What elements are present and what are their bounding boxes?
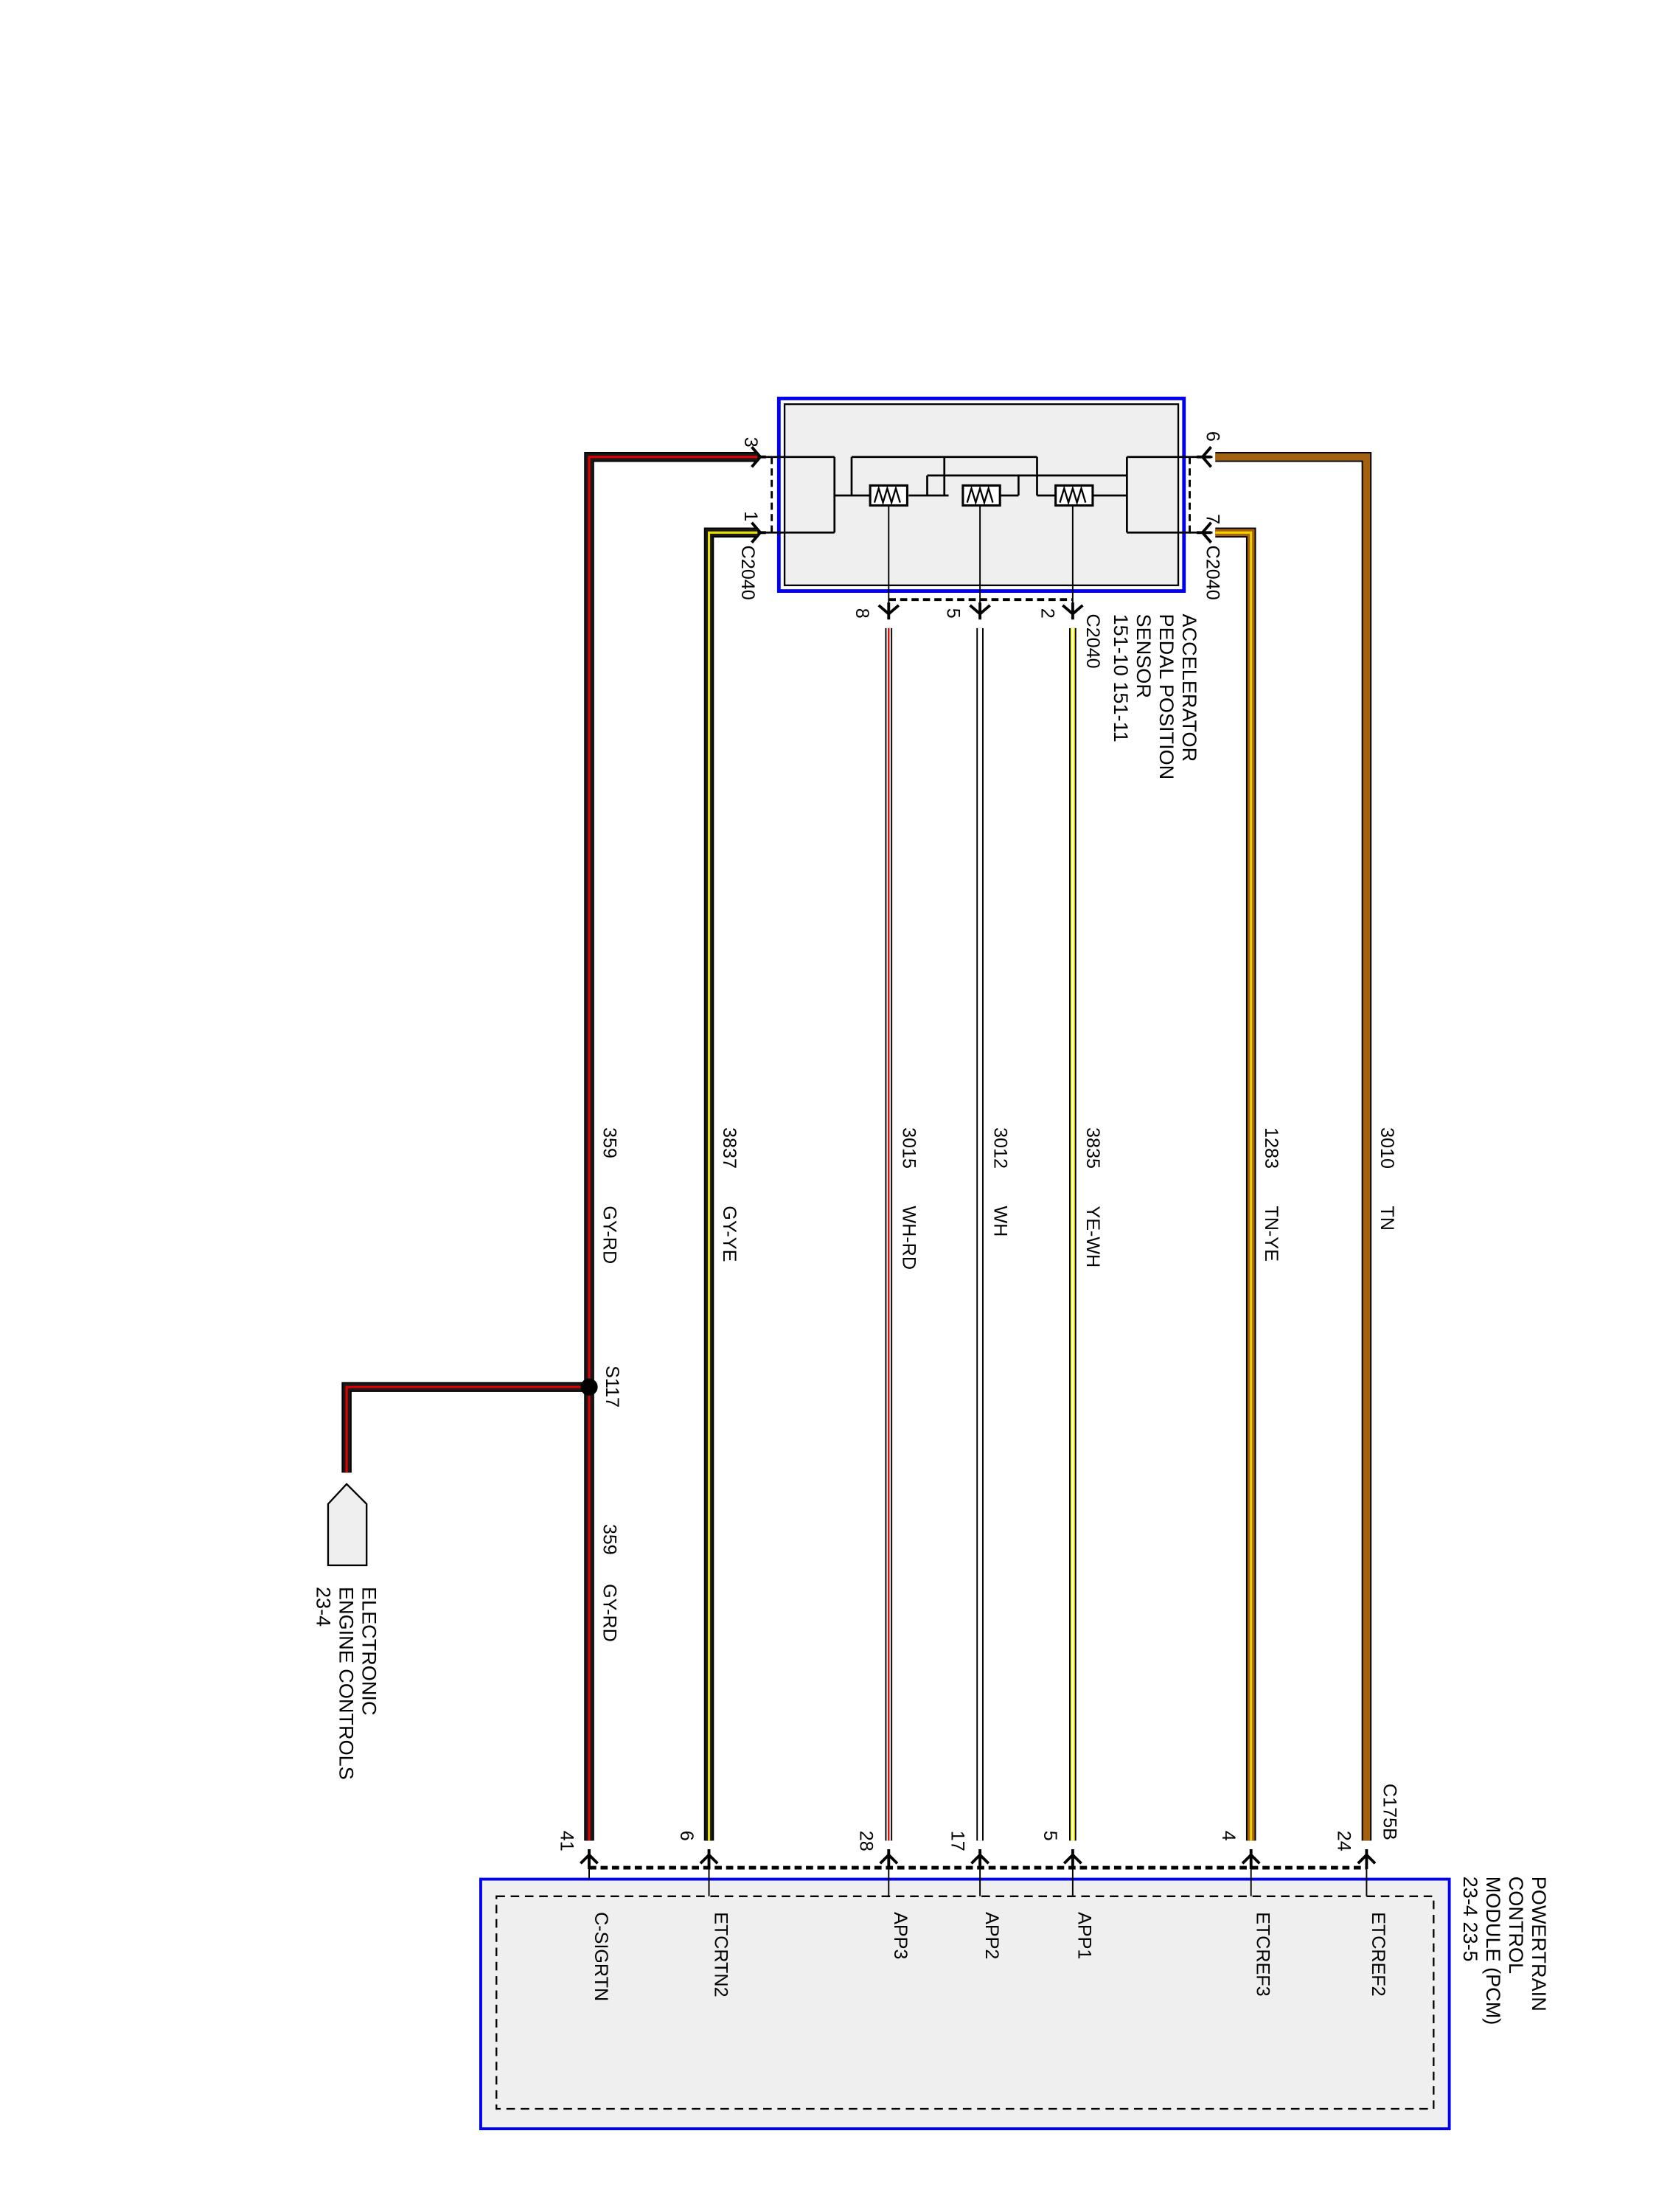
pcm-pin-name: APP1 [1074, 1912, 1095, 1959]
pcm-pin-number: 4 [1218, 1831, 1239, 1841]
pcm-title-line: CONTROL [1505, 1877, 1528, 1974]
wire-color-label: TN-YE [1261, 1206, 1281, 1261]
wire-outline [1215, 527, 1256, 1841]
wire-color-label: WH [990, 1206, 1010, 1237]
pcm-pin-number: 6 [676, 1831, 697, 1841]
pcm-title-line: 23-4 23-5 [1459, 1877, 1482, 1962]
pcm-pin-number: 24 [1334, 1831, 1354, 1851]
wire-1283 [1215, 527, 1256, 1841]
pcm-pin-name: APP3 [890, 1912, 911, 1959]
wire-color-label: GY-RD [599, 1584, 619, 1642]
potentiometer-zigzag-icon [966, 485, 994, 506]
sensor-title-line: 151-10 151-11 [1110, 614, 1133, 742]
wire-color-label: TN [1377, 1206, 1397, 1231]
sensor-pin-7-label: 7 [1203, 514, 1223, 524]
pcm-pin-name: ETCREF3 [1252, 1912, 1273, 1997]
wire-circuit-label: 3837 [719, 1127, 740, 1169]
eec-title-line: ELECTRONIC [358, 1587, 380, 1716]
splice-s117-dot [580, 1378, 598, 1396]
wire-color-label: GY-YE [719, 1206, 740, 1262]
sensor-title-line: SENSOR [1133, 614, 1155, 698]
sensor-pin-label: 8 [852, 608, 872, 619]
sensor-module-border [776, 396, 1186, 594]
wire-outline [703, 527, 758, 1841]
sensor-title-line: ACCELERATOR [1178, 614, 1201, 762]
wire-outline [1215, 451, 1372, 1841]
pcm-pin-number: 41 [556, 1831, 577, 1851]
eec-title-line: ENGINE CONTROLS [335, 1587, 358, 1780]
wire-color-label: WH-RD [899, 1206, 919, 1270]
wire-circuit-label: 3010 [1377, 1127, 1397, 1169]
sensor-title-line: PEDAL POSITION [1155, 614, 1178, 780]
wire-stripe [1215, 531, 1253, 1841]
sensor-pin-6-label: 6 [1203, 431, 1223, 442]
sensor-pin-3-label: 3 [740, 437, 761, 448]
eec-title-line: 23-4 [312, 1587, 335, 1627]
pcm-title-line: POWERTRAIN [1528, 1877, 1551, 2011]
pcm-pin-number: 28 [856, 1831, 877, 1851]
splice-branch-outline [341, 1382, 590, 1473]
wire-fill [1215, 529, 1255, 1841]
connector-pin-icon [1197, 521, 1212, 544]
connector-c2040-label: C2040 [1082, 614, 1103, 669]
connector-c2040-label: C2040 [737, 546, 758, 600]
pcm-pin-name: APP2 [981, 1912, 1002, 1959]
connector-pin-icon [1197, 445, 1212, 468]
sensor-pin-label: 5 [943, 608, 964, 619]
wire-circuit-label: 3015 [899, 1127, 919, 1169]
wire-fill [1215, 453, 1371, 1841]
wire-circuit-label: 359 [599, 1127, 619, 1158]
wire-circuit-label: 1283 [1261, 1127, 1281, 1169]
pcm-pin-name: ETCREF2 [1368, 1912, 1388, 1997]
wire-3010 [1215, 451, 1372, 1841]
pcm-inner-dashed [495, 1895, 1435, 2110]
wire-circuit-label: 3012 [990, 1127, 1010, 1169]
connector-c175b-label: C175B [1380, 1784, 1400, 1840]
sensor-pin-1-label: 1 [740, 511, 761, 521]
wire-3837 [703, 527, 758, 1841]
splice-branch-fill [343, 1383, 590, 1473]
wire-stripe [707, 531, 758, 1841]
connector-c2040-label: C2040 [1203, 546, 1223, 600]
wire-circuit-label: 3835 [1082, 1127, 1103, 1169]
potentiometer-zigzag-icon [873, 485, 901, 506]
pcm-pin-name: ETCRTN2 [710, 1912, 731, 1997]
sensor-pin-label: 2 [1037, 608, 1057, 619]
connector-pin-icon [1062, 602, 1084, 620]
wire-color-label: YE-WH [1082, 1206, 1103, 1267]
pcm-module-border [479, 1877, 1451, 2131]
wire-fill [705, 529, 758, 1841]
connector-pin-icon [969, 602, 991, 620]
pcm-pin-name: C-SIGRTN [591, 1912, 611, 2001]
wire-circuit-label: 359 [599, 1524, 619, 1555]
potentiometer-zigzag-icon [1059, 485, 1087, 506]
pcm-pin-number: 5 [1040, 1831, 1060, 1841]
pcm-title-line: MODULE (PCM) [1482, 1877, 1505, 2025]
wire-color-label: GY-RD [599, 1206, 619, 1264]
splice-branch-stripe [345, 1385, 590, 1473]
eec-connector-icon [327, 1483, 368, 1567]
pcm-pin-number: 17 [947, 1831, 967, 1851]
connector-pin-icon [877, 602, 900, 620]
splice-label: S117 [602, 1366, 622, 1408]
